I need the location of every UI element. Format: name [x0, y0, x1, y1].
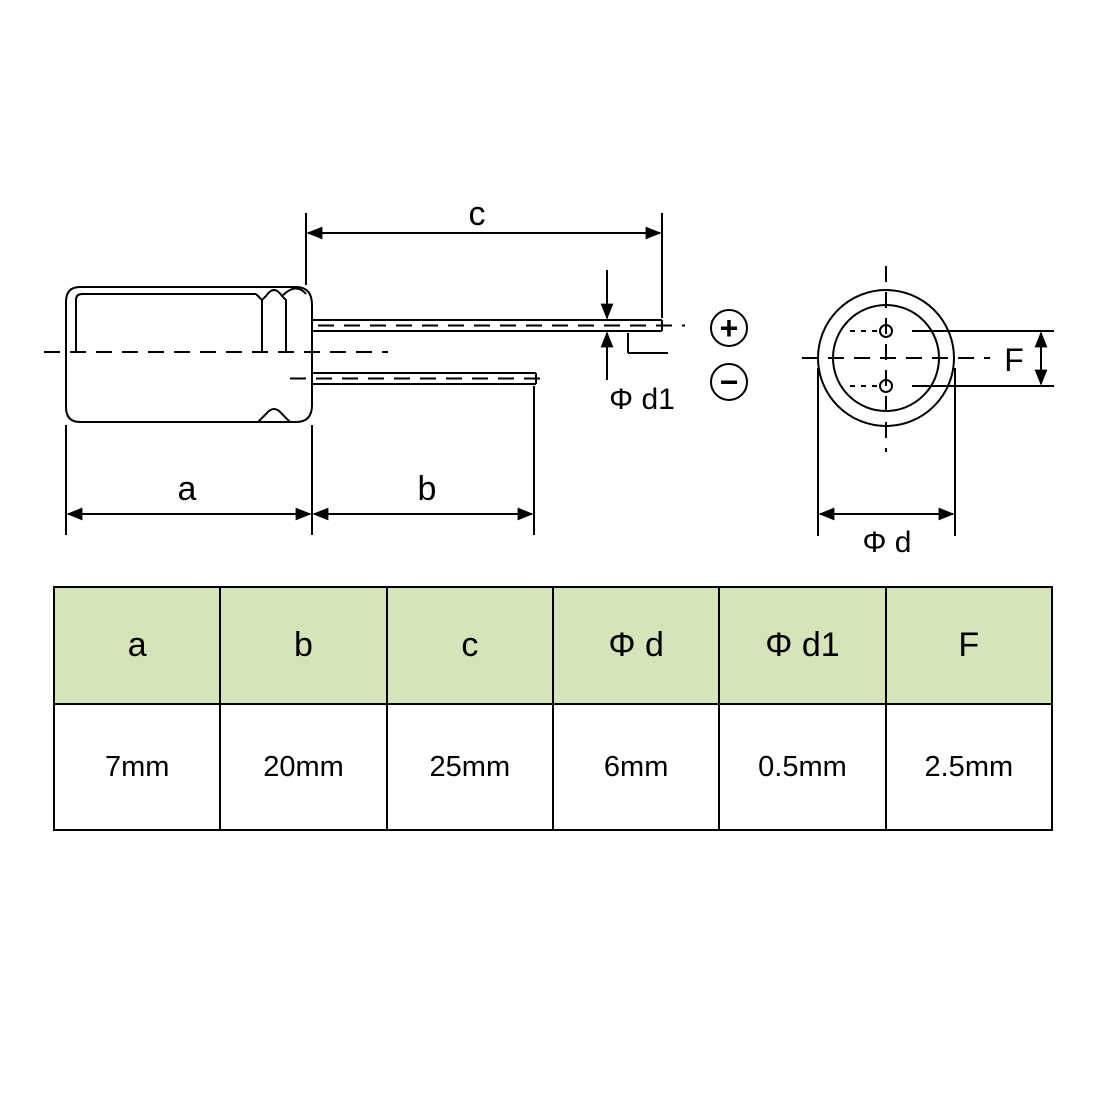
spec-value-row: 7mm 20mm 25mm 6mm 0.5mm 2.5mm	[52, 703, 1054, 831]
end-view-centerlines	[802, 266, 990, 452]
header-b: b	[219, 586, 388, 705]
spec-header-row: a b c Φ d Φ d1 F	[52, 586, 1054, 705]
label-F: F	[1004, 342, 1024, 378]
dimension-phi-d1	[600, 270, 668, 380]
dimension-phi-d	[817, 368, 956, 536]
value-phi-d1: 0.5mm	[718, 703, 887, 831]
negative-sign: −	[720, 364, 739, 400]
value-a: 7mm	[52, 703, 222, 831]
header-phi-d1: Φ d1	[718, 586, 887, 705]
header-c: c	[385, 586, 554, 705]
label-c: c	[469, 195, 486, 233]
label-b: b	[418, 470, 437, 508]
spec-table-header: a b c Φ d Φ d1 F	[52, 586, 1054, 705]
positive-sign: +	[720, 310, 739, 346]
label-a: a	[178, 470, 197, 508]
dimension-a	[65, 425, 313, 535]
positive-symbol: +	[710, 309, 748, 347]
dimension-c	[305, 213, 663, 318]
capacitor-body-side-view	[65, 286, 313, 423]
value-b: 20mm	[219, 703, 388, 831]
negative-lead	[290, 372, 548, 385]
header-phi-d: Φ d	[551, 586, 721, 705]
header-a: a	[52, 586, 222, 705]
dimension-spec-table: a b c Φ d Φ d1 F 7mm 20mm 25mm 6mm 0.5mm…	[52, 586, 1054, 831]
negative-symbol: −	[710, 363, 748, 401]
value-phi-d: 6mm	[551, 703, 721, 831]
dimension-b	[312, 386, 535, 535]
label-phi-d1: Φ d1	[609, 383, 675, 416]
dimension-F	[912, 330, 1054, 387]
positive-lead	[312, 319, 685, 332]
value-c: 25mm	[385, 703, 554, 831]
header-F: F	[884, 586, 1054, 705]
capacitor-dimension-diagram: c Φ d1 + − a b	[44, 195, 1054, 559]
label-phi-d: Φ d	[863, 526, 912, 559]
value-F: 2.5mm	[884, 703, 1054, 831]
